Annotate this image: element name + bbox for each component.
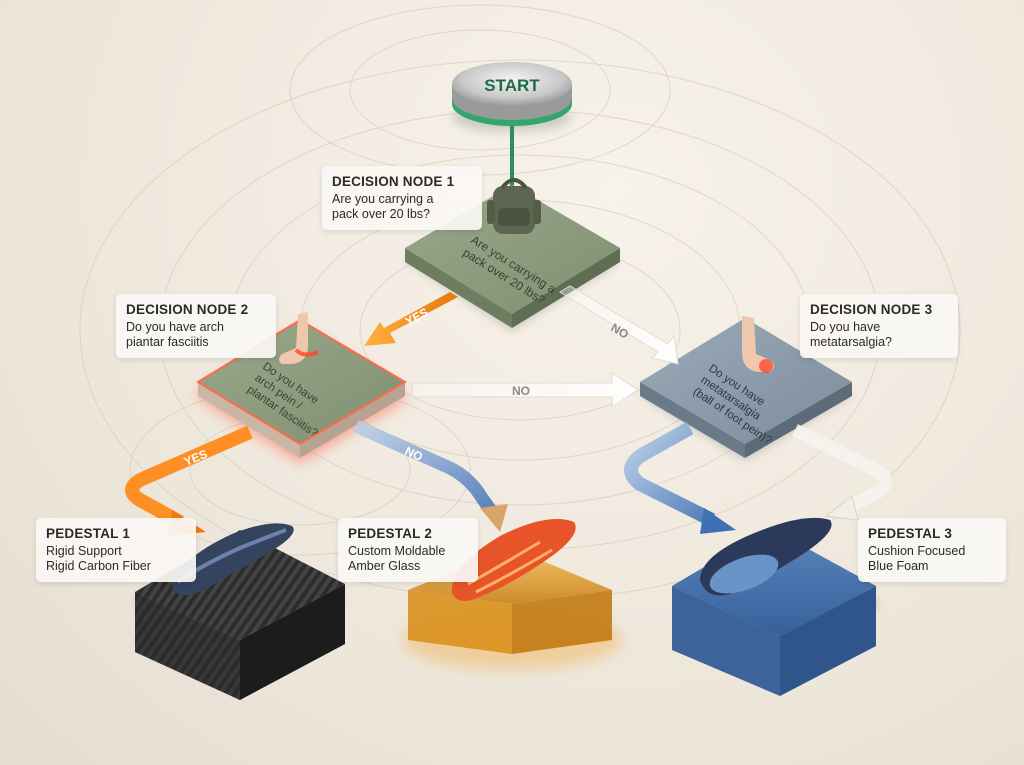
arrow-node2-no-right: NO [411,372,639,408]
pedestal-2-title: PEDESTAL 2 [348,526,433,541]
decision-node-2-line-2: piantar fasciitis [126,335,209,349]
decision-node-3: Do you have metatarsalgia (ball of foot … [640,318,852,460]
decision-node-3-title: DECISION NODE 3 [810,302,933,317]
pedestal-1-line-1: Rigid Support [46,544,122,558]
arrow-node1-no: NO [559,285,679,365]
pedestal-1-title: PEDESTAL 1 [46,526,131,541]
foot-icon [279,312,319,364]
decision-node-1-callout: DECISION NODE 1 Are you carrying a pack … [322,166,482,230]
pedestal-3-callout: PEDESTAL 3 Cushion Focused Blue Foam [858,518,1006,582]
arrow-node2-no-label: NO [403,444,425,464]
arrow-node2-no-right-label: NO [512,384,530,398]
pedestal-3-line-1: Cushion Focused [868,544,966,558]
decision-node-2-title: DECISION NODE 2 [126,302,249,317]
pedestal-1-line-2: Rigid Carbon Fiber [46,559,151,573]
backpack-icon [487,178,541,234]
decision-node-3-line-1: Do you have [810,320,881,334]
arrow-node3-white [792,424,892,521]
pedestal-2-callout: PEDESTAL 2 Custom Moldable Amber Glass [338,518,478,582]
decision-node-1-line-2: pack over 20 lbs? [332,207,430,221]
arrow-node2-no: NO [353,420,508,532]
decision-node-3-callout: DECISION NODE 3 Do you have metatarsalgi… [800,294,958,358]
decision-node-2-line-1: Do you have arch [126,320,224,334]
insole-3-icon [700,517,832,596]
arrow-node3-blue [624,421,736,534]
decision-node-2-callout: DECISION NODE 2 Do you have arch piantar… [116,294,276,358]
arrow-node2-yes-label: YES [182,447,210,469]
pedestal-3-title: PEDESTAL 3 [868,526,953,541]
decision-node-3-line-2: metatarsalgia? [810,335,892,349]
pedestal-2-line-2: Amber Glass [348,559,421,573]
metatarsal-foot-icon [742,316,774,373]
start-label: START [484,76,540,95]
decision-node-1-line-1: Are you carrying a [332,192,434,206]
pedestal-1-callout: PEDESTAL 1 Rigid Support Rigid Carbon Fi… [36,518,196,582]
decision-node-1-title: DECISION NODE 1 [332,174,455,189]
pedestal-3-line-2: Blue Foam [868,559,929,573]
pedestal-2-line-1: Custom Moldable [348,544,446,558]
arrow-node1-yes: YES [364,292,458,346]
start-button[interactable]: START [452,62,572,132]
